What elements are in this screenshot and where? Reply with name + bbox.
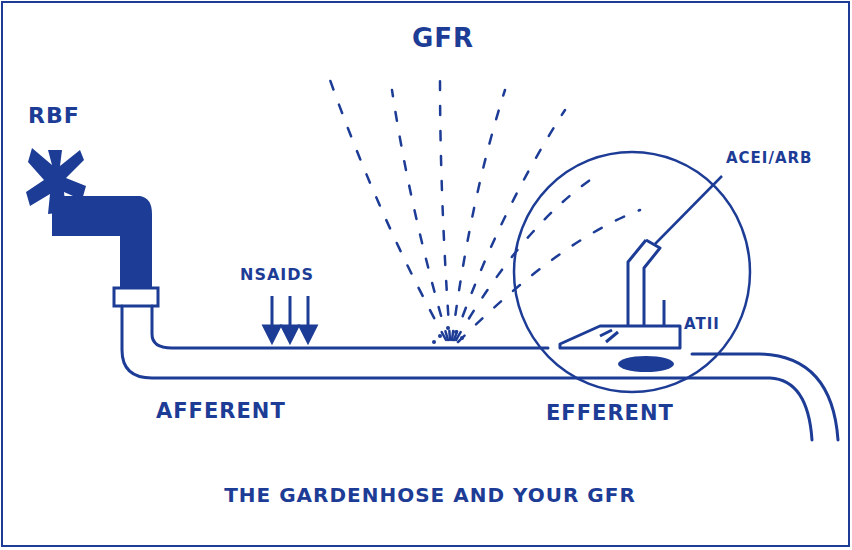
garden-hose <box>122 306 838 440</box>
vessel-label: AFFERENT <box>156 400 286 423</box>
flow-label: RBF <box>28 104 80 128</box>
vessel-label: EFFERENT <box>546 402 674 425</box>
nsaids-arrows <box>264 296 316 342</box>
caption: THE GARDENHOSE AND YOUR GFR <box>224 484 636 506</box>
pinched-hose <box>618 356 674 372</box>
filtration-label: GFR <box>412 24 474 53</box>
gfr-spray <box>330 80 640 342</box>
hose-clamp <box>560 240 680 348</box>
drug-label: ACEI/ARB <box>726 150 813 167</box>
leader-line <box>655 176 722 244</box>
spray-droplets <box>432 326 464 344</box>
hormone-label: ATII <box>684 316 720 333</box>
efferent-circle <box>514 152 750 392</box>
drug-label: NSAIDS <box>240 266 314 284</box>
faucet-symbol <box>26 148 152 292</box>
faucet-nut <box>114 288 158 306</box>
